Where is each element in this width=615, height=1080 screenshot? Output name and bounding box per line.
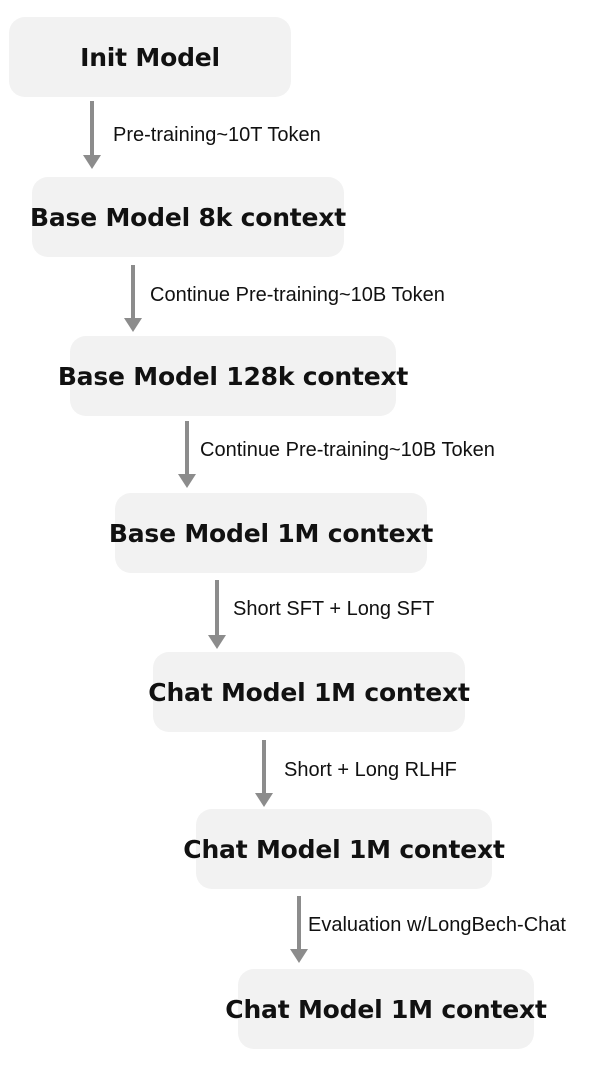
arrow-down-icon (290, 949, 308, 963)
node-base-model-128k: Base Model 128k context (58, 336, 408, 416)
arrow-shaft (262, 740, 266, 793)
edge-label-evaluation: Evaluation w/LongBech-Chat (308, 914, 566, 936)
arrow-down-icon (83, 155, 101, 169)
edge-label-rlhf: Short + Long RLHF (284, 759, 457, 781)
node-init-model: Init Model (9, 17, 291, 97)
node-chat-model-1m-final: Chat Model 1M context (225, 969, 547, 1049)
node-label: Init Model (80, 42, 220, 72)
node-label: Chat Model 1M context (148, 677, 470, 707)
node-label: Base Model 1M context (108, 518, 434, 548)
arrow-down-icon (124, 318, 142, 332)
arrow-shaft (297, 896, 301, 949)
node-chat-model-1m-rlhf: Chat Model 1M context (183, 809, 505, 889)
edge-label-sft: Short SFT + Long SFT (233, 598, 435, 620)
arrow-shaft (131, 265, 135, 318)
edge-label-pretraining: Pre-training~10T Token (113, 124, 321, 146)
node-label: Base Model 128k context (57, 361, 409, 391)
edge-label-continue-pretraining-1: Continue Pre-training~10B Token (150, 284, 445, 306)
node-label: Base Model 8k context (30, 202, 346, 232)
arrow-down-icon (208, 635, 226, 649)
arrow-shaft (90, 101, 94, 155)
node-chat-model-1m-sft: Chat Model 1M context (148, 652, 470, 732)
arrow-shaft (215, 580, 219, 635)
node-base-model-1m: Base Model 1M context (109, 493, 433, 573)
node-label: Chat Model 1M context (225, 994, 547, 1024)
node-label: Chat Model 1M context (183, 834, 505, 864)
arrow-shaft (185, 421, 189, 474)
node-base-model-8k: Base Model 8k context (30, 177, 346, 257)
edge-label-continue-pretraining-2: Continue Pre-training~10B Token (200, 439, 495, 461)
arrow-down-icon (255, 793, 273, 807)
arrow-down-icon (178, 474, 196, 488)
